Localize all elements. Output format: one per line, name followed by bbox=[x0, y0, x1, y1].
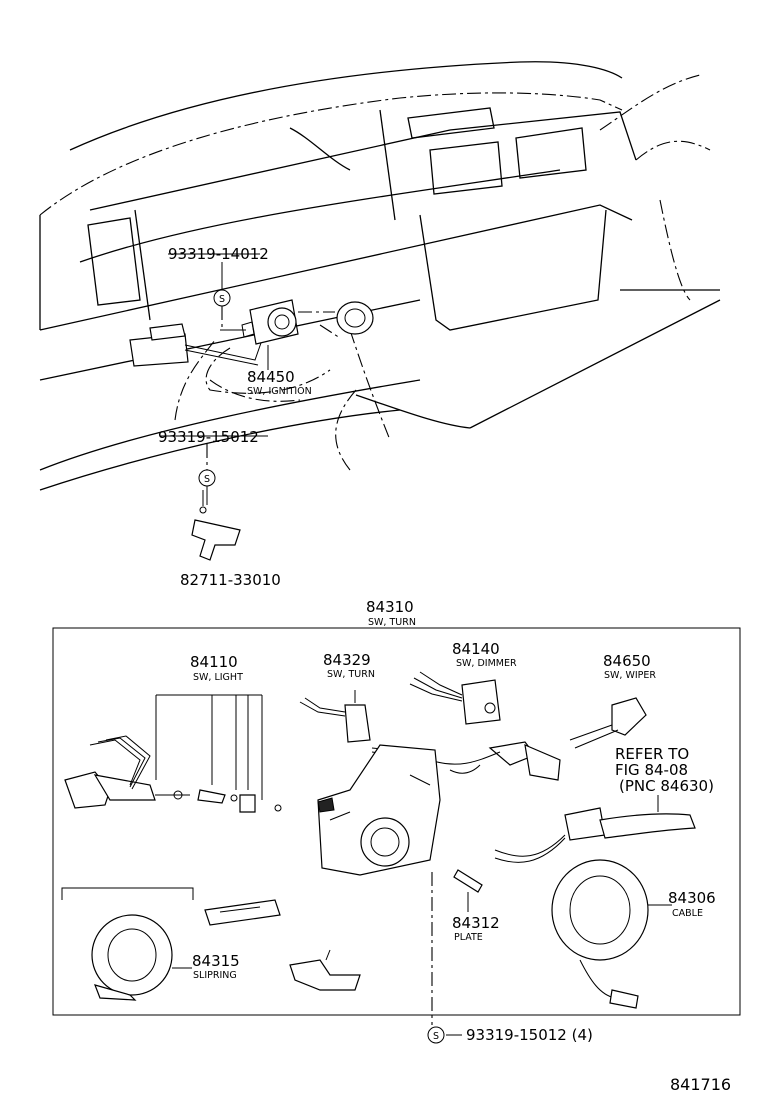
label-84140: 84140 bbox=[452, 640, 500, 658]
bracket-small-drawing bbox=[289, 949, 361, 991]
label-sw-ignition: SW, IGNITION bbox=[247, 386, 312, 397]
label-82711-33010: 82711-33010 bbox=[180, 571, 281, 589]
combination-switch-body bbox=[317, 744, 441, 876]
light-switch-drawing bbox=[64, 694, 282, 813]
label-84329: 84329 bbox=[323, 651, 371, 669]
label-cable: CABLE bbox=[672, 908, 703, 919]
dimmer-switch-drawing bbox=[409, 671, 501, 725]
label-84650: 84650 bbox=[603, 652, 651, 670]
figure-id: 841716 bbox=[670, 1075, 731, 1094]
turn-switch-box bbox=[52, 627, 741, 1016]
s-symbol-upper: S bbox=[213, 289, 231, 307]
label-slipring: SLIPRING bbox=[193, 970, 237, 981]
label-93319-15012: 93319-15012 bbox=[158, 428, 259, 446]
label-sw-light: SW, LIGHT bbox=[193, 672, 243, 683]
label-sw-turn-main: SW, TURN bbox=[368, 617, 416, 628]
label-sw-dimmer: SW, DIMMER bbox=[456, 658, 517, 669]
label-93319-14012: 93319-14012 bbox=[168, 245, 269, 263]
refer-line-3: (PNC 84630) bbox=[619, 777, 714, 795]
label-84310: 84310 bbox=[366, 598, 414, 616]
label-sw-wiper: SW, WIPER bbox=[604, 670, 656, 681]
label-84315: 84315 bbox=[192, 952, 240, 970]
label-84450: 84450 bbox=[247, 368, 295, 386]
slipring-drawing bbox=[61, 887, 194, 1001]
cable-reel-drawing bbox=[551, 859, 672, 1009]
s-symbol-middle: S bbox=[198, 469, 216, 487]
wiper-switch-drawing bbox=[371, 697, 647, 781]
dashboard-outline bbox=[39, 61, 721, 491]
plate-drawing bbox=[453, 869, 483, 912]
turn-switch-small-drawing bbox=[299, 690, 371, 743]
refer-line-1: REFER TO bbox=[615, 745, 689, 763]
label-84306: 84306 bbox=[668, 889, 716, 907]
label-84312: 84312 bbox=[452, 914, 500, 932]
stalk-drawing bbox=[494, 807, 696, 863]
label-sw-turn-small: SW, TURN bbox=[327, 669, 375, 680]
label-plate: PLATE bbox=[454, 932, 483, 943]
bracket-drawing bbox=[191, 490, 241, 561]
label-93319-15012-4: 93319-15012 (4) bbox=[466, 1026, 593, 1044]
svg-text:S: S bbox=[219, 294, 225, 305]
svg-text:S: S bbox=[204, 474, 210, 485]
refer-line-2: FIG 84-08 bbox=[615, 761, 688, 779]
svg-text:S: S bbox=[433, 1031, 439, 1042]
s-symbol-bottom: S bbox=[427, 1026, 445, 1044]
connector-drawing bbox=[204, 899, 281, 926]
label-84110: 84110 bbox=[190, 653, 238, 671]
leader-lines-upper bbox=[160, 253, 331, 505]
ignition-switch-drawing bbox=[129, 299, 374, 367]
